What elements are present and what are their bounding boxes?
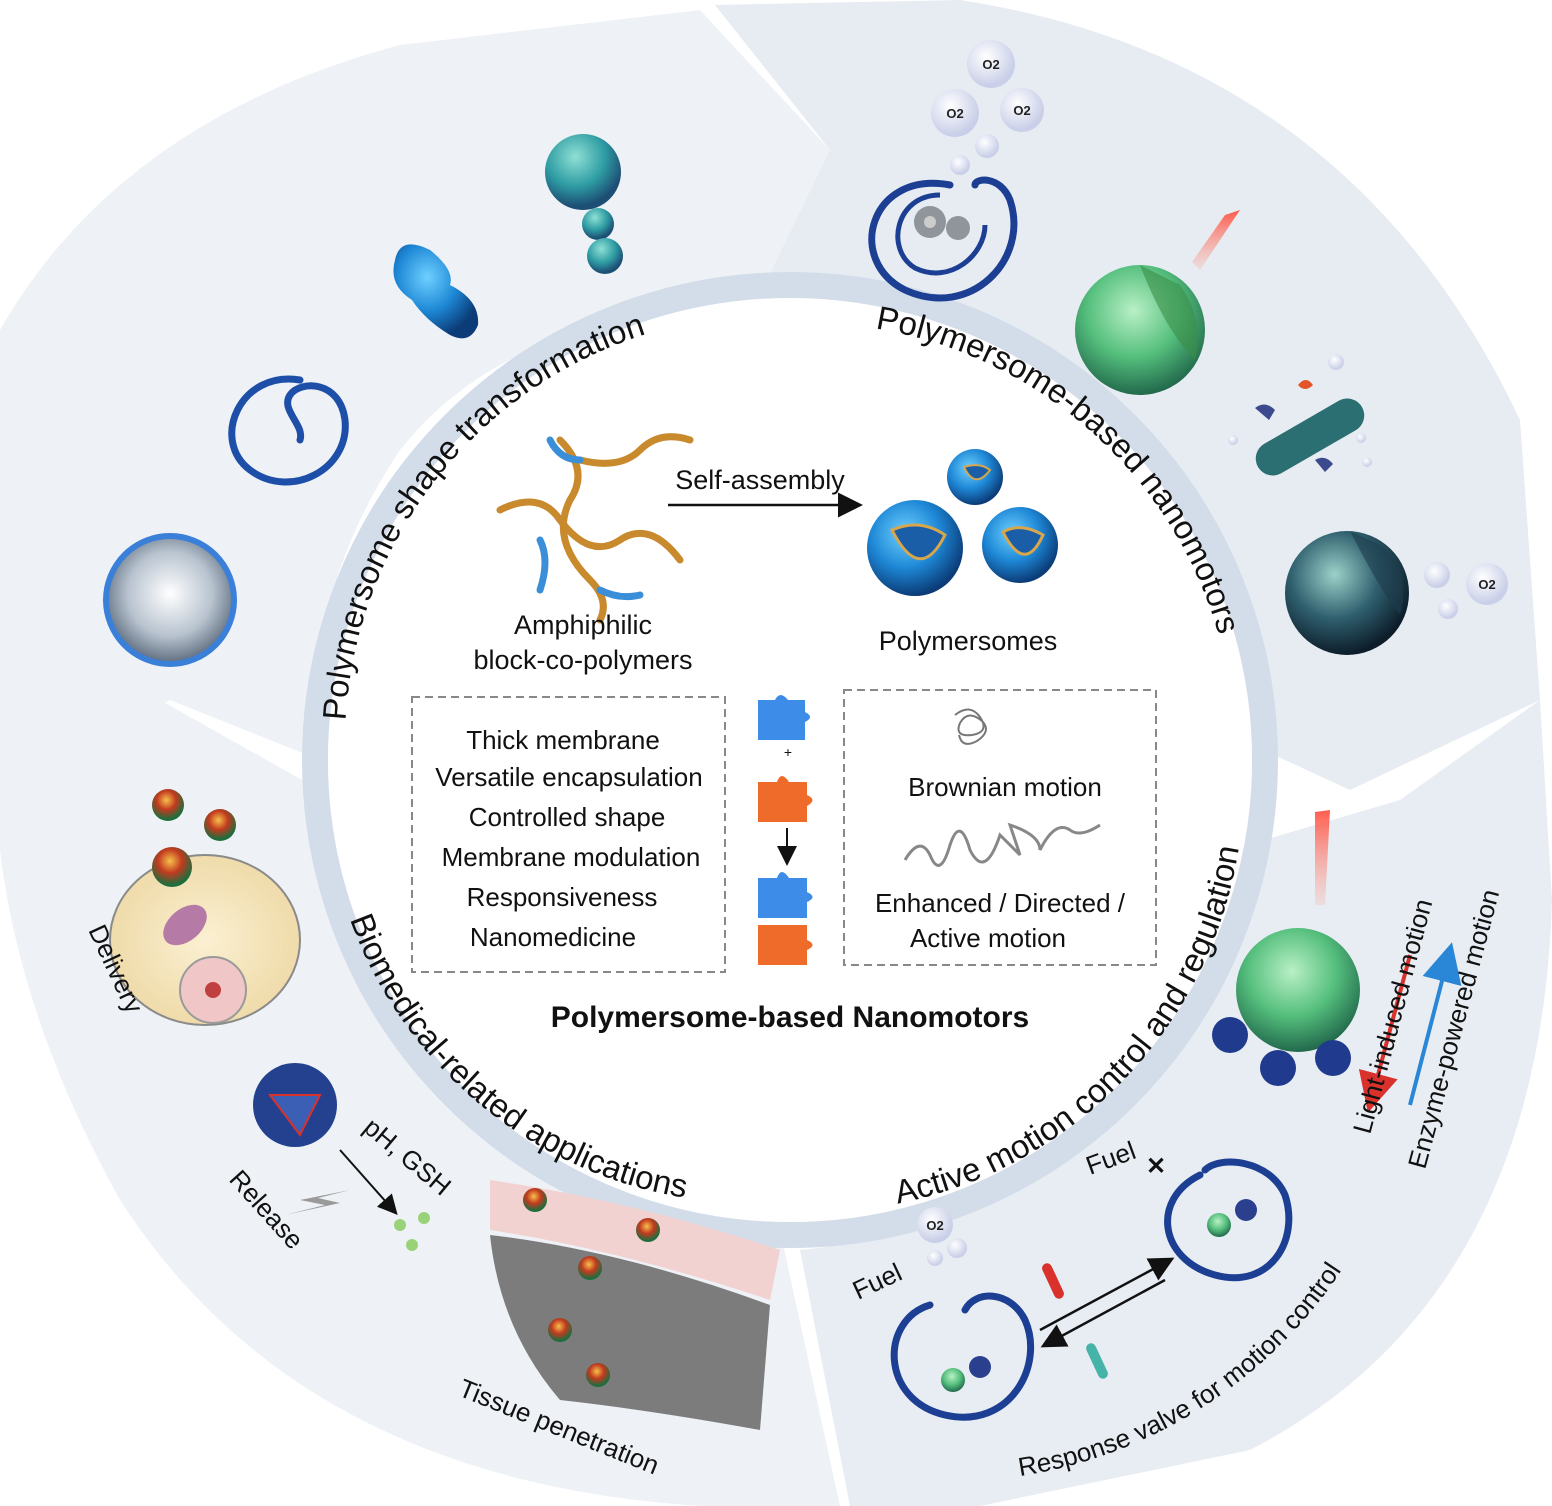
property-item: Responsiveness bbox=[467, 882, 658, 912]
svg-text:O2: O2 bbox=[946, 106, 963, 121]
polymer-strands-icon bbox=[496, 433, 694, 624]
tissue-icon bbox=[490, 1180, 780, 1430]
gear-icon bbox=[914, 206, 970, 240]
o2-bubbles: O2 O2 O2 bbox=[931, 40, 1044, 175]
svg-text:O2: O2 bbox=[926, 1218, 943, 1233]
puzzle-icon: + bbox=[758, 695, 813, 965]
o2-release-bubbles: O2 bbox=[917, 1207, 967, 1266]
light-arrow bbox=[1358, 954, 1412, 1113]
release-arrow bbox=[339, 1149, 398, 1215]
valve-stomatocyte-open-icon bbox=[890, 1292, 1035, 1421]
property-item: Versatile encapsulation bbox=[435, 762, 702, 792]
svg-text:O2: O2 bbox=[982, 57, 999, 72]
stomatocyte-icon bbox=[228, 375, 349, 486]
budding-sphere-mid-icon bbox=[582, 208, 614, 240]
property-item: Membrane modulation bbox=[442, 842, 701, 872]
motion-box bbox=[843, 689, 1157, 966]
budding-sphere-small-icon bbox=[587, 238, 623, 274]
center-panel: Amphiphilic block-co-polymers Self-assem… bbox=[411, 433, 1157, 1034]
svg-text:+: + bbox=[784, 744, 792, 760]
tubular-polymersome-icon bbox=[393, 244, 479, 339]
band-bottom-right bbox=[800, 700, 1552, 1506]
directed-path-icon bbox=[903, 822, 1101, 867]
nanoparticle-icon bbox=[152, 789, 184, 821]
property-item: Nanomedicine bbox=[470, 922, 636, 952]
cell-icon bbox=[109, 854, 301, 1026]
property-item: Thick membrane bbox=[466, 725, 660, 755]
o2-bubbles-right: O2 bbox=[1424, 562, 1508, 619]
mitochondria-icon bbox=[163, 904, 207, 946]
brownian-scribble-icon bbox=[954, 708, 987, 745]
svg-text:O2: O2 bbox=[1013, 103, 1030, 118]
valve-close-arrow bbox=[1039, 1257, 1175, 1332]
amphiphilic-label-1: Amphiphilic bbox=[514, 610, 652, 640]
enhanced-label-2: Active motion bbox=[910, 923, 1066, 953]
x-mark-icon: ✕ bbox=[1146, 1153, 1166, 1180]
brownian-label: Brownian motion bbox=[908, 772, 1102, 802]
properties-list: Thick membrane Versatile encapsulation C… bbox=[435, 725, 702, 952]
property-item: Controlled shape bbox=[469, 802, 666, 832]
enhanced-label-1: Enhanced / Directed / bbox=[875, 888, 1126, 918]
valve-stomatocyte-closed-icon bbox=[1164, 1158, 1293, 1282]
polymersomes-label: Polymersomes bbox=[879, 626, 1058, 656]
light-beam-icon bbox=[1192, 210, 1240, 270]
shape-transformation-panel bbox=[103, 134, 623, 667]
spherical-polymersome-icon bbox=[103, 533, 237, 667]
enzyme-arrow bbox=[1408, 942, 1462, 1106]
polymersomes-icon bbox=[867, 449, 1058, 596]
enzyme-rod-motor-icon bbox=[1228, 354, 1372, 476]
valve-open-arrow bbox=[1040, 1278, 1166, 1348]
svg-text:O2: O2 bbox=[1478, 577, 1495, 592]
stomatocyte-motor-icon bbox=[868, 176, 1018, 302]
nanoparticle-icon bbox=[204, 809, 236, 841]
nanomotors-panel: O2 O2 O2 bbox=[868, 40, 1508, 655]
inner-ring bbox=[302, 272, 1278, 1248]
properties-box bbox=[411, 696, 726, 973]
light-beam-2-icon bbox=[1315, 810, 1330, 905]
enzyme-janus-motor-icon bbox=[1236, 928, 1360, 1052]
amphiphilic-label-2: block-co-polymers bbox=[473, 645, 692, 675]
thermometer-hot-icon bbox=[1042, 1263, 1064, 1299]
enzyme-clusters-icon bbox=[1212, 1017, 1351, 1086]
thermometer-cold-icon bbox=[1086, 1343, 1108, 1379]
self-assembly-label: Self-assembly bbox=[675, 465, 845, 495]
lightning-icon bbox=[285, 1190, 350, 1215]
center-title: Polymersome-based Nanomotors bbox=[551, 1001, 1029, 1034]
budding-sphere-large-icon bbox=[545, 134, 621, 210]
released-drug-icons bbox=[394, 1212, 430, 1251]
